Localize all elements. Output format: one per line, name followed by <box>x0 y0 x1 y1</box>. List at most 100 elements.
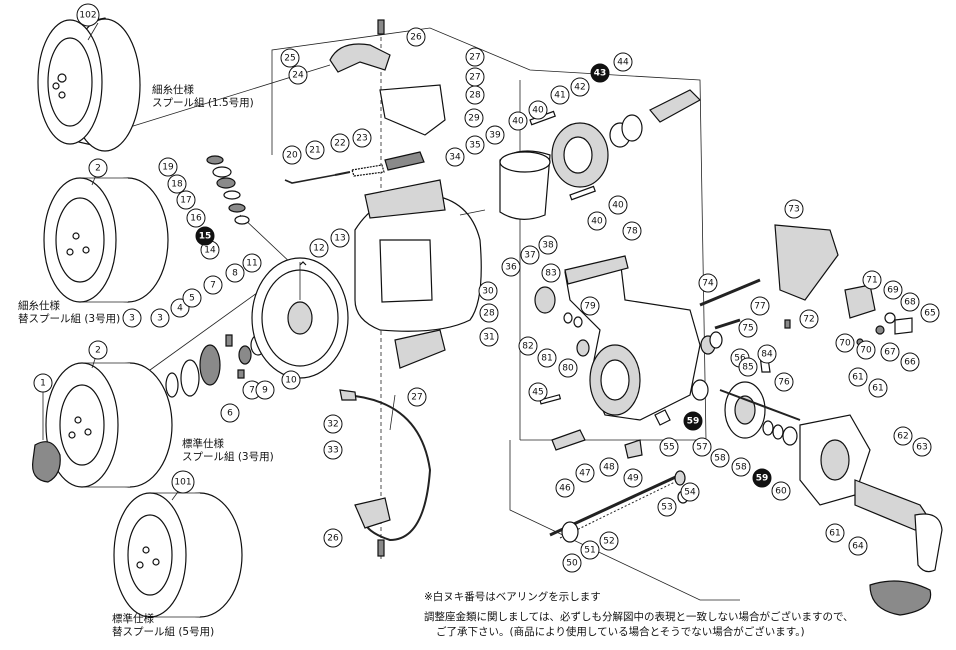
callout-circle-n101 <box>171 470 195 494</box>
callout-n66: 66 <box>900 352 920 372</box>
callout-circle-n83 <box>541 263 561 283</box>
callout-circle-n10 <box>281 370 301 390</box>
callout-number-n40d: 40 <box>612 201 624 211</box>
callout-number-n29: 29 <box>468 114 480 124</box>
pinion-assembly-drawing <box>499 89 701 220</box>
callout-n61c: 61 <box>825 523 845 543</box>
callout-number-n67: 67 <box>884 348 895 358</box>
callout-number-n51: 51 <box>584 546 595 556</box>
callout-circle-n70b <box>856 340 876 360</box>
callout-number-n71: 71 <box>866 276 877 286</box>
callout-number-n57: 57 <box>696 443 707 453</box>
callout-n73: 73 <box>784 199 804 219</box>
callout-circle-n27c <box>407 387 427 407</box>
callout-number-n59b: 59 <box>756 474 769 484</box>
callout-number-n77: 77 <box>754 302 765 312</box>
rotor-body-drawing <box>354 179 486 369</box>
callout-number-n49: 49 <box>627 474 639 484</box>
side-cover-drawing <box>799 414 943 616</box>
callout-n30: 30 <box>478 281 498 301</box>
callout-n8: 8 <box>225 263 245 283</box>
callout-n59b: 59 <box>752 468 772 488</box>
callout-circle-n59a <box>683 411 703 431</box>
callout-circle-n85 <box>738 357 758 377</box>
callout-circle-n38 <box>538 235 558 255</box>
callout-number-n36: 36 <box>505 263 517 273</box>
callout-circle-n13 <box>330 228 350 248</box>
callout-number-n65: 65 <box>924 309 935 319</box>
callout-circle-n71 <box>862 270 882 290</box>
rotor-shims-drawing <box>165 334 266 398</box>
callout-n20: 20 <box>282 145 302 165</box>
callout-circle-n31 <box>479 327 499 347</box>
callout-number-n55: 55 <box>663 443 674 453</box>
callout-n77: 77 <box>750 296 770 316</box>
callout-n81: 81 <box>537 348 557 368</box>
callout-circle-n76 <box>774 372 794 392</box>
spool-2a-caption: 細糸仕様 替スプール組 (3号用) <box>18 300 120 326</box>
callout-circle-n58a <box>710 448 730 468</box>
callout-circle-n77 <box>750 296 770 316</box>
callout-circle-n1 <box>33 373 53 393</box>
callout-n55: 55 <box>659 437 679 457</box>
callout-number-n28a: 28 <box>469 91 481 101</box>
callout-circle-n17 <box>176 190 196 210</box>
callout-n6: 6 <box>220 403 240 423</box>
spool-102-caption: 細糸仕様 スプール組 (1.5号用) <box>152 84 254 110</box>
rotor-drawing <box>251 257 349 379</box>
callout-number-n70a: 70 <box>839 339 851 349</box>
callout-number-n9: 9 <box>262 386 268 396</box>
callout-number-n20: 20 <box>286 151 298 161</box>
callout-number-n41: 41 <box>554 91 565 101</box>
callout-circle-n34 <box>445 147 465 167</box>
callout-n35: 35 <box>465 135 485 155</box>
callout-n65: 65 <box>920 303 940 323</box>
callout-n58b: 58 <box>731 457 751 477</box>
callout-circle-n15 <box>195 226 215 246</box>
callout-number-n78: 78 <box>626 227 638 237</box>
spool-2b-caption-line1: 標準仕様 <box>182 438 224 450</box>
callout-n26a: 26 <box>406 27 426 47</box>
callout-number-n76: 76 <box>778 378 790 388</box>
callout-n64: 64 <box>848 536 868 556</box>
callout-n82: 82 <box>518 336 538 356</box>
callout-circle-n40c <box>587 211 607 231</box>
callout-circle-n82 <box>518 336 538 356</box>
callout-number-n84: 84 <box>761 350 773 360</box>
spool-2a-caption-line2: 替スプール組 (3号用) <box>18 313 121 325</box>
callout-circle-n12 <box>309 238 329 258</box>
callout-circle-n72 <box>799 309 819 329</box>
callout-n11: 11 <box>242 253 262 273</box>
callout-number-n17: 17 <box>180 196 191 206</box>
callout-n101: 101 <box>171 470 195 494</box>
callout-n36: 36 <box>501 257 521 277</box>
callout-number-n32: 32 <box>327 420 338 430</box>
callout-n51: 51 <box>580 540 600 560</box>
callout-number-n3b: 3 <box>157 314 163 324</box>
callout-circle-n59b <box>752 468 772 488</box>
callout-n48: 48 <box>599 457 619 477</box>
callout-number-n12: 12 <box>313 244 324 254</box>
callout-n21: 21 <box>305 140 325 160</box>
line-roller-drawing <box>329 19 446 557</box>
callout-number-n38: 38 <box>542 241 554 251</box>
callout-n74: 74 <box>698 273 718 293</box>
callout-n40c: 40 <box>587 211 607 231</box>
callout-n80: 80 <box>558 358 578 378</box>
callout-number-n8: 8 <box>232 269 238 279</box>
callout-circle-n53 <box>657 497 677 517</box>
callout-circle-n21 <box>305 140 325 160</box>
callout-circle-n52 <box>599 531 619 551</box>
callout-n27b: 27 <box>465 67 485 87</box>
callout-circle-n40d <box>608 195 628 215</box>
callout-n28b: 28 <box>479 303 499 323</box>
callout-circle-n73 <box>784 199 804 219</box>
callout-number-n69: 69 <box>887 286 899 296</box>
spool-102-caption-line1: 細糸仕様 <box>152 84 194 96</box>
callout-circle-n24 <box>288 65 308 85</box>
callout-number-n11: 11 <box>246 259 257 269</box>
callout-circle-n5 <box>182 288 202 308</box>
callout-n31: 31 <box>479 327 499 347</box>
callout-circle-n28a <box>465 85 485 105</box>
